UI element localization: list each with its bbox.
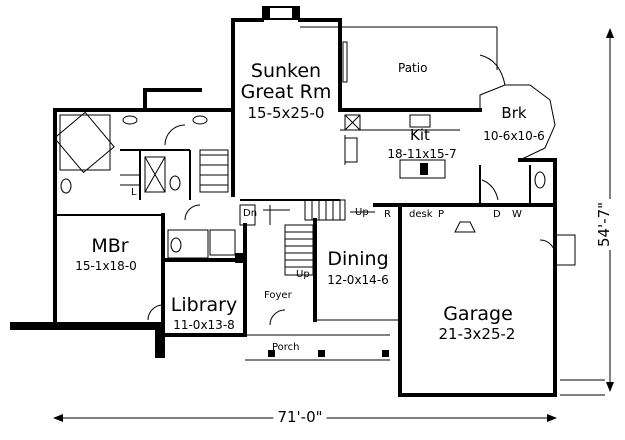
- desk-label: desk: [409, 209, 433, 220]
- d-label: D: [493, 209, 501, 220]
- great-room-label-1: Sunken: [250, 60, 322, 82]
- kit-label: Kit: [410, 126, 430, 144]
- library-dims: 11-0x13-8: [173, 318, 235, 332]
- p-label: P: [438, 209, 445, 220]
- garage-walls: [398, 203, 576, 397]
- foyer-porch: [245, 309, 390, 361]
- great-room-walls: [231, 18, 498, 197]
- library-label: Library: [170, 294, 238, 316]
- garage-label: Garage: [443, 303, 513, 325]
- master-suite-walls: [53, 88, 235, 322]
- stairs: [239, 199, 375, 276]
- kit-dims: 18-11x15-7: [387, 147, 457, 161]
- exterior-ground: [10, 322, 605, 396]
- width-dimension: 71'-0": [273, 410, 327, 425]
- foyer-label: Foyer: [264, 290, 292, 301]
- depth-dimension: 54'-7": [595, 198, 613, 250]
- great-room-label-2: Great Rm: [240, 81, 332, 103]
- chimney: [262, 6, 300, 20]
- dining-label: Dining: [327, 248, 389, 270]
- porch-label: Porch: [272, 342, 300, 353]
- patio-label: Patio: [398, 61, 428, 75]
- w-label: W: [512, 209, 522, 220]
- great-room-dims: 15-5x25-0: [247, 104, 325, 122]
- library-walls: [147, 204, 247, 357]
- dining-dims: 12-0x14-6: [327, 273, 389, 287]
- r-label: R: [384, 209, 391, 220]
- dining-walls: [313, 203, 402, 397]
- brk-label: Brk: [501, 104, 527, 122]
- up-label-top: Up: [355, 207, 369, 218]
- garage-dims: 21-3x25-2: [438, 325, 516, 343]
- mbr-label: MBr: [91, 235, 129, 257]
- dn-label: Dn: [243, 208, 258, 219]
- mbr-dims: 15-1x18-0: [75, 259, 137, 273]
- up-label-stair: Up: [296, 269, 310, 280]
- l-label: L: [131, 187, 137, 198]
- kitchen-walls: [338, 54, 557, 207]
- brk-dims: 10-6x10-6: [483, 129, 545, 143]
